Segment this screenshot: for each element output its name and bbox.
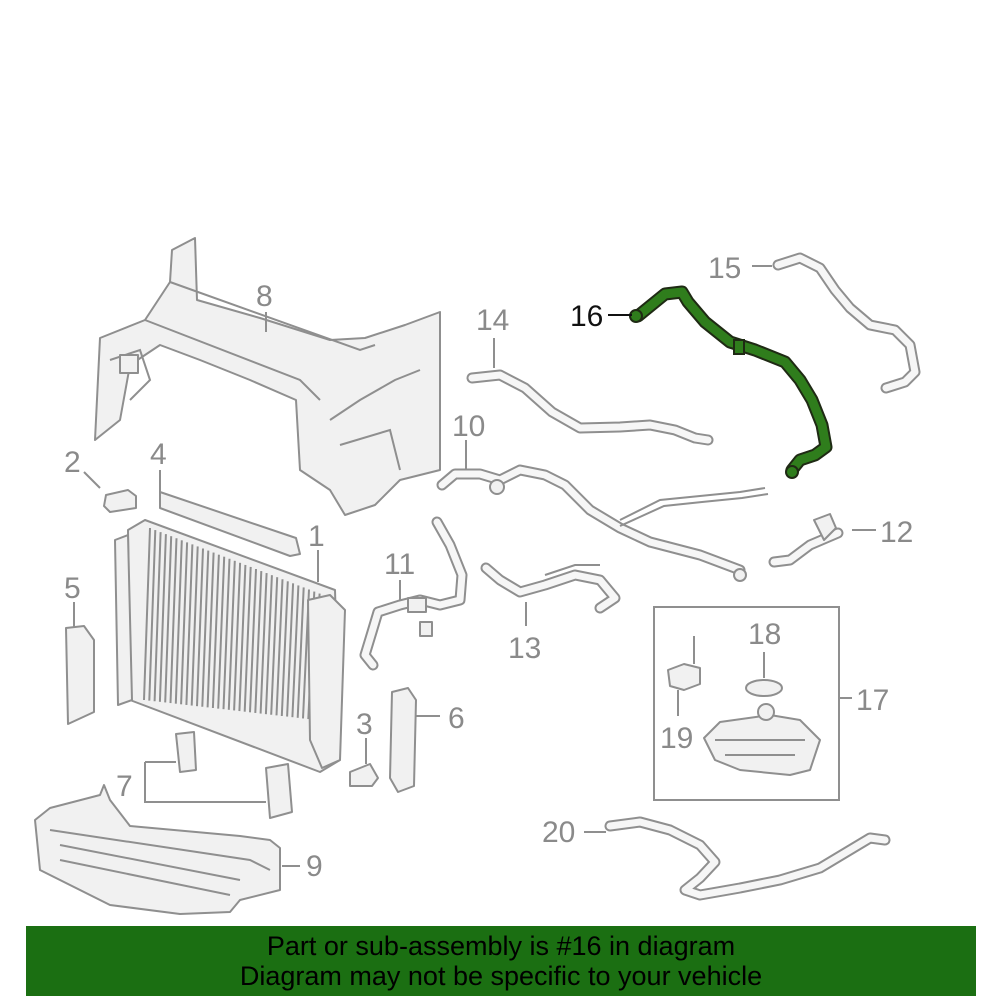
part-3-bracket[interactable] xyxy=(349,763,379,787)
part-11-hose[interactable] xyxy=(359,516,468,671)
callout-13: 13 xyxy=(508,632,541,665)
callout-9: 9 xyxy=(306,850,323,883)
callout-6: 6 xyxy=(448,702,465,735)
part-20-hose[interactable] xyxy=(604,816,891,901)
leader-lines xyxy=(73,265,876,867)
callout-7: 7 xyxy=(116,770,133,803)
part-13-hose[interactable] xyxy=(480,562,621,614)
callout-15: 15 xyxy=(708,252,741,285)
part-4-seal[interactable] xyxy=(159,491,301,557)
callout-3: 3 xyxy=(356,708,373,741)
part-9-lower-shield[interactable] xyxy=(34,784,281,915)
callout-5: 5 xyxy=(64,572,81,605)
part-8-radiator-support[interactable] xyxy=(94,237,441,516)
part-15-hose[interactable] xyxy=(772,252,921,394)
part-14-hose[interactable] xyxy=(466,369,714,446)
callout-18: 18 xyxy=(748,618,781,651)
callout-17: 17 xyxy=(856,684,889,717)
info-banner: Part or sub-assembly is #16 in diagram D… xyxy=(26,926,976,996)
part-1-radiator[interactable] xyxy=(114,519,346,773)
callout-1: 1 xyxy=(308,520,325,553)
part-12-connector[interactable] xyxy=(768,513,844,568)
part-7-brackets[interactable] xyxy=(175,731,293,819)
callout-20: 20 xyxy=(542,816,575,849)
part-2-cap[interactable] xyxy=(103,489,137,513)
callout-16-highlighted: 16 xyxy=(570,300,603,333)
banner-line-1: Part or sub-assembly is #16 in diagram xyxy=(266,931,736,961)
part-6-deflector[interactable] xyxy=(389,687,417,793)
part-10-hose[interactable] xyxy=(436,464,769,582)
banner-line-2: Diagram may not be specific to your vehi… xyxy=(239,961,763,991)
part-17-reservoir-box[interactable] xyxy=(653,606,840,801)
callout-10: 10 xyxy=(452,410,485,443)
callout-11: 11 xyxy=(384,548,415,581)
part-16-hose-highlighted[interactable] xyxy=(629,285,833,479)
callout-14: 14 xyxy=(476,304,509,337)
callout-19: 19 xyxy=(660,722,693,755)
callout-2: 2 xyxy=(64,446,81,479)
callout-labels: 8 2 4 1 5 7 9 3 6 10 11 12 13 14 15 16 1… xyxy=(64,252,913,883)
part-5-side-panel[interactable] xyxy=(65,625,95,725)
callout-12: 12 xyxy=(880,516,913,549)
callout-8: 8 xyxy=(256,280,273,313)
callout-4: 4 xyxy=(150,438,167,471)
